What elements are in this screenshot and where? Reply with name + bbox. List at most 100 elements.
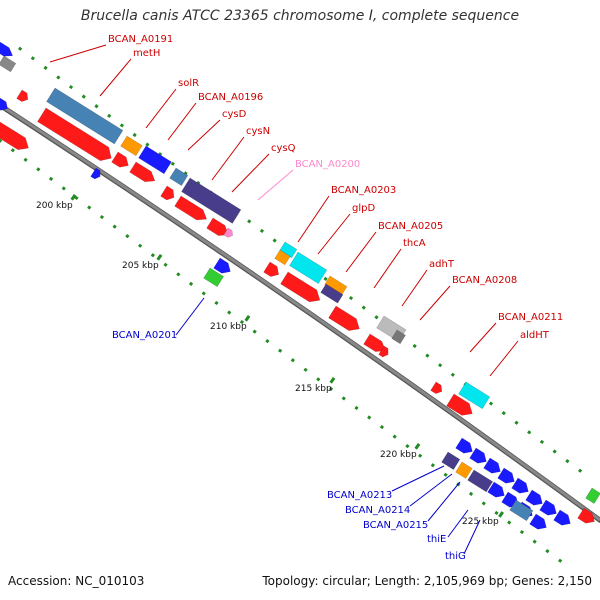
forward-gene-arrow xyxy=(206,217,229,236)
inner-ring-tick xyxy=(379,424,385,430)
scale-label: 205 kbp xyxy=(122,261,159,271)
inner-ring-tick xyxy=(507,520,512,525)
outer-ring-tick xyxy=(348,295,354,301)
inner-ring-tick xyxy=(227,310,232,315)
gene-label: cysN xyxy=(246,126,270,137)
label-leader-line xyxy=(145,88,177,129)
orange-feature-block xyxy=(455,461,473,479)
forward-gene-arrow-body xyxy=(328,305,360,331)
forward-gene-arrow-body xyxy=(0,121,29,151)
gene-label: metH xyxy=(133,48,160,59)
label-leader-line xyxy=(257,169,294,201)
forward-gene-arrow xyxy=(263,261,279,277)
tick-marks-layer xyxy=(0,46,583,563)
label-leader-line xyxy=(297,195,330,243)
purple-feature-block-body xyxy=(467,469,494,493)
label-leader-line xyxy=(447,509,469,538)
gene-label: BCAN_A0196 xyxy=(198,92,263,103)
outer-ring-tick xyxy=(81,94,86,99)
label-leader-line xyxy=(211,136,245,181)
misc-feature-block-body xyxy=(0,55,17,73)
forward-gene-arrow xyxy=(328,305,360,331)
inner-ring-tick xyxy=(201,291,206,296)
outer-ring-tick xyxy=(450,372,455,377)
forward-gene-arrow xyxy=(129,161,156,182)
gene-label: cysQ xyxy=(271,143,296,154)
gene-label: BCAN_A0201 xyxy=(112,330,177,341)
reverse-gene-arrow xyxy=(553,509,571,526)
inner-ring-tick xyxy=(545,549,550,554)
scale-label: 210 kbp xyxy=(210,322,247,332)
gene-label: BCAN_A0203 xyxy=(331,185,396,196)
inner-ring-tick xyxy=(494,510,499,516)
gene-label: adhT xyxy=(429,259,455,270)
label-leader-line xyxy=(175,297,205,336)
inner-ring-tick xyxy=(125,234,130,239)
label-leader-line xyxy=(463,519,481,555)
inner-ring-tick xyxy=(138,243,143,248)
reverse-gene-arrow xyxy=(469,447,487,464)
inner-ring-tick xyxy=(99,214,105,220)
outer-ring-tick xyxy=(43,65,48,70)
reverse-gene-arrow xyxy=(0,97,8,111)
inner-ring-tick xyxy=(367,415,372,420)
inner-ring-tick xyxy=(61,186,66,191)
misc-feature-block xyxy=(391,329,406,345)
purple-feature-block xyxy=(441,451,461,470)
orange-feature-block xyxy=(120,135,143,157)
reverse-gene-arrow xyxy=(90,167,101,180)
outer-ring-tick xyxy=(361,305,366,310)
reverse-gene-arrow-body xyxy=(469,447,487,464)
outer-ring-tick xyxy=(412,343,417,349)
label-leader-line xyxy=(317,213,351,255)
inner-ring-tick xyxy=(0,138,3,143)
purple-feature-block xyxy=(320,283,344,304)
forward-gene-arrow-body xyxy=(206,217,229,236)
gene-label: glpD xyxy=(352,203,375,214)
forward-gene-arrow-body xyxy=(446,393,473,416)
reverse-gene-arrow xyxy=(213,257,231,274)
outer-ring-tick xyxy=(56,75,61,80)
gene-label: cysD xyxy=(222,109,247,120)
outer-ring-tick xyxy=(68,84,74,90)
label-leader-line xyxy=(409,473,453,507)
scale-tick xyxy=(329,376,336,384)
inner-ring-tick xyxy=(290,358,295,363)
reverse-gene-arrow-body xyxy=(529,513,547,530)
inner-ring-tick xyxy=(150,253,155,258)
reverse-gene-arrow-body xyxy=(0,41,13,57)
reverse-gene-arrow xyxy=(539,499,557,516)
forward-gene-arrow xyxy=(160,185,175,201)
outer-ring-tick xyxy=(425,353,430,358)
inner-ring-tick xyxy=(405,444,410,449)
steelblue-feature-block-body xyxy=(46,87,124,145)
forward-gene-arrow xyxy=(174,195,208,221)
cyan-feature-block xyxy=(458,381,491,410)
inner-ring-tick xyxy=(316,377,321,382)
outer-ring-tick xyxy=(247,219,252,224)
cyan-feature-block xyxy=(289,251,328,284)
outer-ring-tick xyxy=(374,315,379,320)
reverse-gene-arrow-body xyxy=(487,481,505,498)
inner-ring-tick xyxy=(36,167,41,172)
gene-label: aldHT xyxy=(520,330,550,341)
gene-label: BCAN_A0205 xyxy=(378,221,443,232)
outer-ring-tick xyxy=(107,113,112,118)
inner-ring-tick xyxy=(519,529,525,535)
misc-feature-block xyxy=(0,55,17,73)
outer-ring-tick xyxy=(145,142,150,147)
forward-gene-arrow xyxy=(111,151,129,168)
outer-ring-tick xyxy=(552,449,557,454)
forward-gene-arrow xyxy=(430,381,443,394)
inner-ring-tick xyxy=(188,281,194,286)
inner-ring-tick xyxy=(392,434,397,439)
forward-gene-arrow-body xyxy=(378,345,389,358)
inner-ring-tick xyxy=(239,319,245,325)
cyan-feature-block-body xyxy=(289,251,328,284)
reverse-gene-arrow xyxy=(487,481,505,498)
outer-ring-tick xyxy=(170,161,175,166)
purple-feature-block-body xyxy=(181,177,242,224)
gene-label: BCAN_A0211 xyxy=(498,312,563,323)
steelblue-feature-block-body xyxy=(169,167,189,186)
forward-gene-arrow-body xyxy=(430,381,443,394)
